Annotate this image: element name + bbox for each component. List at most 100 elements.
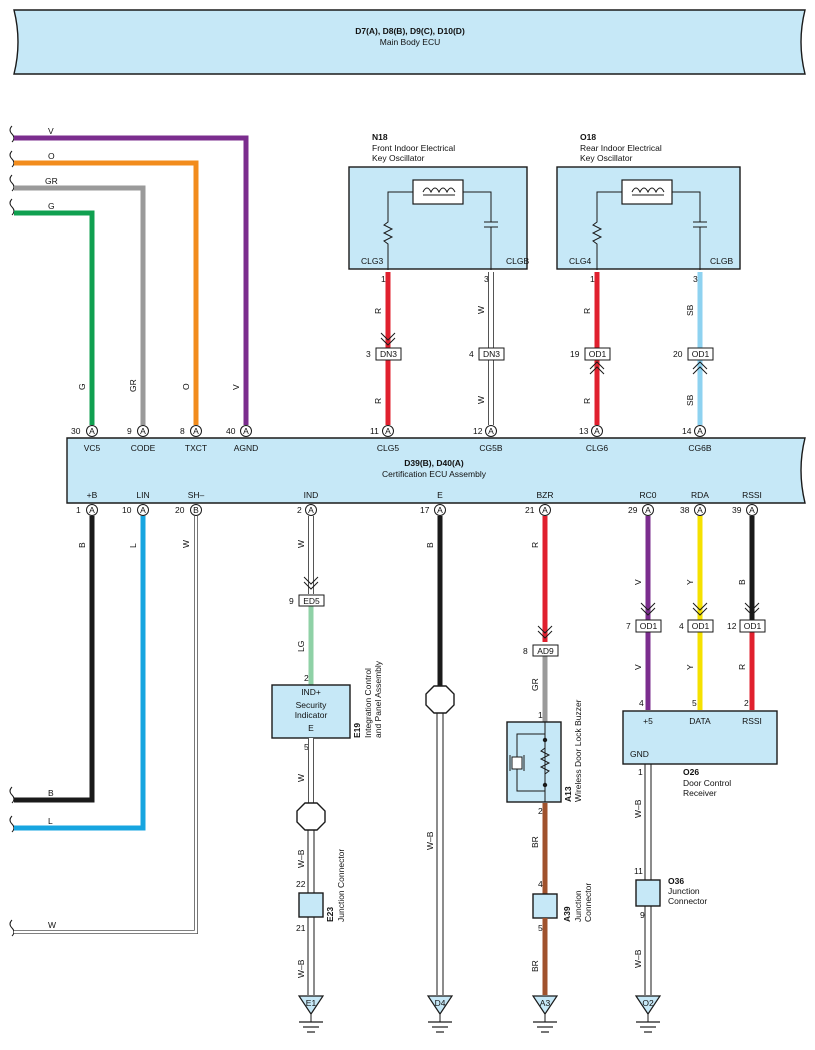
wire-label-y-rda: Y <box>685 664 695 670</box>
terminal-rda: RDA <box>691 490 709 500</box>
e23-pin-bot: 21 <box>296 923 306 933</box>
pin-con: A <box>645 505 651 515</box>
o36-junction: 11 9 O36 Junction Connector W–B O2 <box>633 866 707 1033</box>
pin-num: 38 <box>680 505 690 515</box>
terminal-e: E <box>437 490 443 500</box>
terminal-rc0: RC0 <box>639 490 656 500</box>
connector-od1-d: OD1 <box>692 621 710 631</box>
connector-od1-e-num: 12 <box>727 621 737 631</box>
o18-code: O18 <box>580 132 596 142</box>
terminal-vc5: VC5 <box>84 443 101 453</box>
pin-con: A <box>193 426 199 436</box>
wire-label-w-e19: W <box>296 774 306 782</box>
connector-ed5-num: 9 <box>289 596 294 606</box>
o36-pin-top: 11 <box>634 866 643 876</box>
e19-line1: IND+ <box>301 687 321 697</box>
pin-num: 10 <box>122 505 132 515</box>
terminal-bzr: BZR <box>537 490 554 500</box>
connector-od1-b-num: 20 <box>673 349 683 359</box>
n18-pin3: 3 <box>484 274 489 284</box>
terminal-txct: TXCT <box>185 443 207 453</box>
connector-od1-a: OD1 <box>589 349 607 359</box>
pin-num: 29 <box>628 505 638 515</box>
pin-con: A <box>437 505 443 515</box>
wire-label-cg5b: W <box>476 396 486 404</box>
pin-num: 8 <box>180 426 185 436</box>
o36-code: O36 <box>668 876 684 886</box>
pin-con: A <box>89 505 95 515</box>
a13-pin-top: 1 <box>538 710 543 720</box>
connector-dn3-a-num: 3 <box>366 349 371 359</box>
o36-desc1: Junction <box>668 886 700 896</box>
n18-name2: Key Oscillator <box>372 153 425 163</box>
connector-od1-d-num: 4 <box>679 621 684 631</box>
terminal-lin: LIN <box>136 490 149 500</box>
terminal-rssi: RSSI <box>742 490 762 500</box>
wire-label-gr-bzr: GR <box>530 678 540 691</box>
pin-con: A <box>542 505 548 515</box>
wire-label-vc5: G <box>77 383 87 390</box>
pin-con: A <box>697 426 703 436</box>
a13-pin-bot: 2 <box>538 806 543 816</box>
o18-pin1: 1 <box>590 274 595 284</box>
wire-label-sh: W <box>181 540 191 548</box>
bottom-terminal-labels: +B LIN SH– IND E BZR RC0 RDA RSSI <box>87 490 762 500</box>
o18-pin3: 3 <box>693 274 698 284</box>
wire-label-rssi: B <box>737 579 747 585</box>
a13-code: A13 <box>563 786 573 802</box>
wire-label-rda: Y <box>685 579 695 585</box>
pin-con: A <box>488 426 494 436</box>
pin-con: A <box>749 505 755 515</box>
top-terminals: A 30 VC5 A 9 CODE A 8 TXCT A 40 AGND A 1… <box>71 425 712 453</box>
n18-name1: Front Indoor Electrical <box>372 143 455 153</box>
wire-label-clg6: R <box>582 398 592 404</box>
o26-code: O26 <box>683 767 699 777</box>
top-left-wires: V O GR G G GR O V <box>14 126 249 425</box>
terminal-agnd: AGND <box>234 443 259 453</box>
pin-con: B <box>193 505 199 515</box>
ground-a3: A3 <box>540 998 551 1008</box>
pin-num: 17 <box>420 505 430 515</box>
o26-pin-data: DATA <box>689 716 711 726</box>
certification-ecu: D39(B), D40(A) Certification ECU Assembl… <box>66 437 806 504</box>
e19-pin-bot: 5 <box>304 742 309 752</box>
e23-junction: W–B 22 21 E23 Junction Connector W–B E1 <box>296 830 346 1033</box>
main-ecu-name: Main Body ECU <box>380 37 440 47</box>
inline-connectors-top: DN3 3 DN3 4 OD1 19 OD1 20 <box>366 347 714 361</box>
n18-pin-left: CLG3 <box>361 256 383 266</box>
wire-label-bzr: R <box>530 542 540 548</box>
wire-label-wb-o26: W–B <box>633 799 643 818</box>
pin-num: 9 <box>127 426 132 436</box>
o26-num-gnd: 1 <box>638 767 643 777</box>
pin-num: 30 <box>71 426 81 436</box>
pin-con: A <box>594 426 600 436</box>
inline-connectors-bottom: ED5 9 AD9 8 OD1 7 OD1 4 OD1 12 <box>289 594 766 657</box>
wire-label-d4: W–B <box>425 831 435 850</box>
e19-code: E19 <box>352 723 362 738</box>
connector-od1-a-num: 19 <box>570 349 580 359</box>
wire-label-code: GR <box>128 379 138 392</box>
wire-label-e: B <box>425 542 435 548</box>
wire-label-v-rc0: V <box>633 664 643 670</box>
bottom-terminals: A 1 A 10 B 20 A 2 A 17 A 21 A 29 A 38 A … <box>76 504 758 516</box>
o18-name2: Key Oscillator <box>580 153 633 163</box>
wire-label-n-left: R <box>373 308 383 314</box>
terminal-code: CODE <box>131 443 156 453</box>
a13-buzzer: 1 A13 Wireless Door Lock Buzzer 2 BR <box>506 699 583 894</box>
connector-od1-c-num: 7 <box>626 621 631 631</box>
a39-pin-top: 4 <box>538 879 543 889</box>
o26-pin-gnd: GND <box>630 749 649 759</box>
ground-e1: E1 <box>306 998 317 1008</box>
o26-num-data: 5 <box>692 698 697 708</box>
connector-ad9-num: 8 <box>523 646 528 656</box>
pin-con: A <box>89 426 95 436</box>
wire-label-w-bottom: W <box>48 920 56 930</box>
n18-pin1: 1 <box>381 274 386 284</box>
main-ecu-code: D7(A), D8(B), D9(C), D10(D) <box>355 26 465 36</box>
a39-code: A39 <box>562 906 572 922</box>
e19-desc2: and Panel Assembly <box>373 660 383 738</box>
wire-label-b-bottom: B <box>48 788 54 798</box>
wire-label-br-a13: BR <box>530 836 540 848</box>
oscillator-wires: 1 3 1 3 R W R SB R W R SB <box>373 272 708 425</box>
n18-oscillator: N18 Front Indoor Electrical Key Oscillat… <box>348 132 529 270</box>
